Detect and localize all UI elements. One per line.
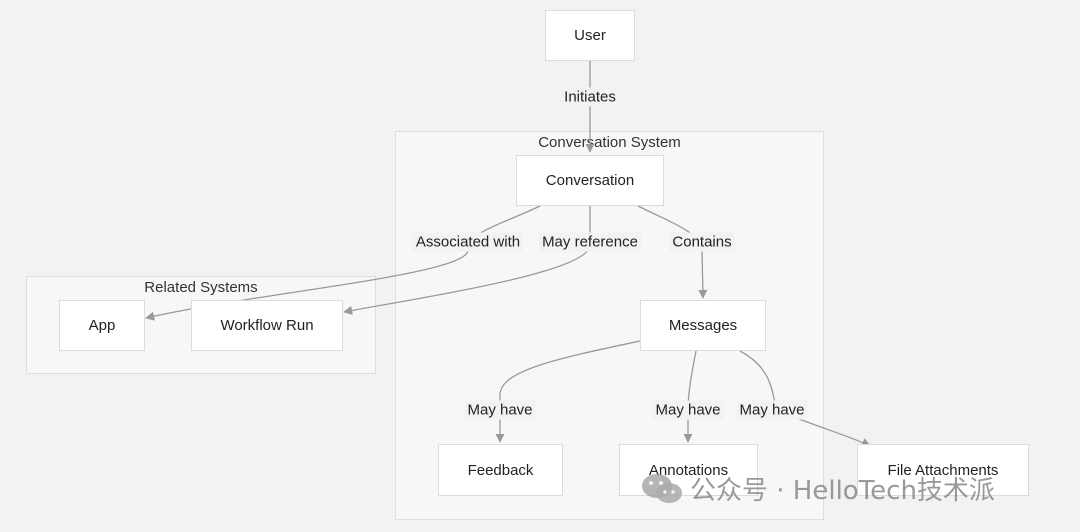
node-messages: Messages: [640, 300, 766, 351]
edge-messages-feedback: [495, 340, 641, 443]
edge-label-contains: Contains: [669, 232, 735, 252]
node-conversation: Conversation: [516, 155, 664, 206]
watermark: 公众号 · HelloTech技术派: [640, 470, 995, 507]
edge-label-may-have-feedback: May have: [464, 400, 536, 420]
wechat-icon: [642, 473, 682, 503]
node-user: User: [545, 10, 635, 61]
edge-label-may-have-files: May have: [736, 400, 808, 420]
related-systems-title: Related Systems: [144, 279, 258, 296]
node-workflow-run: Workflow Run: [191, 300, 343, 351]
node-feedback: Feedback: [438, 444, 563, 496]
edge-label-associated-with: Associated with: [412, 232, 524, 252]
node-app: App: [59, 300, 145, 351]
node-file-attachments: File Attachments: [857, 444, 1029, 496]
conversation-system-title: Conversation System: [538, 134, 681, 151]
watermark-text: 公众号 · HelloTech技术派: [690, 476, 995, 506]
edge-label-initiates: Initiates: [561, 87, 619, 107]
edge-label-may-have-annotations: May have: [652, 400, 724, 420]
edge-messages-files: [739, 350, 871, 447]
edge-messages-annotations: [683, 350, 697, 443]
edge-label-may-reference: May reference: [539, 232, 641, 252]
node-annotations: Annotations: [619, 444, 758, 496]
edge-conversation-messages: [637, 205, 708, 299]
edge-conversation-workflow: [343, 206, 591, 315]
